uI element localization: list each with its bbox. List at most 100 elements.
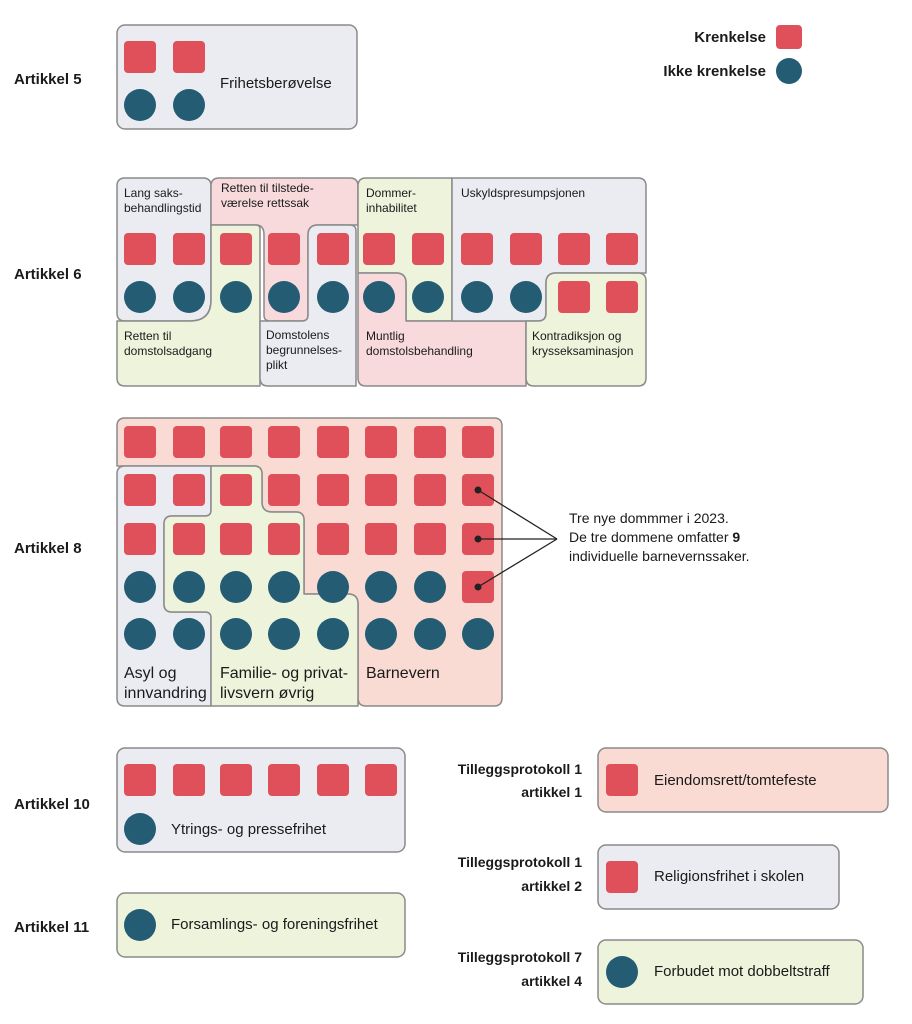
violation-mark: [317, 426, 349, 458]
violation-mark: [365, 523, 397, 555]
violation-mark: [173, 41, 205, 73]
region-label-frihetsberovelse: Frihetsberøvelse: [220, 75, 332, 92]
no-violation-mark: [412, 281, 444, 313]
violation-mark: [124, 41, 156, 73]
violation-mark: [317, 523, 349, 555]
violation-mark: [365, 474, 397, 506]
article-6-label: Artikkel 6: [14, 266, 82, 283]
violation-mark: [363, 233, 395, 265]
no-violation-mark: [220, 281, 252, 313]
violation-mark: [124, 523, 156, 555]
no-violation-mark: [173, 618, 205, 650]
violation-mark: [606, 281, 638, 313]
violation-mark: [220, 474, 252, 506]
no-violation-mark: [173, 571, 205, 603]
violation-mark: [606, 861, 638, 893]
no-violation-mark: [462, 618, 494, 650]
violation-mark: [317, 233, 349, 265]
violation-mark: [173, 764, 205, 796]
violation-mark: [220, 523, 252, 555]
violation-mark: [606, 764, 638, 796]
violation-mark: [558, 233, 590, 265]
violation-mark: [317, 764, 349, 796]
no-violation-mark: [510, 281, 542, 313]
no-violation-mark: [268, 618, 300, 650]
no-violation-mark: [124, 571, 156, 603]
no-violation-mark: [268, 281, 300, 313]
violation-mark: [268, 426, 300, 458]
annotation-line-2: De tre dommene omfatter 9: [569, 529, 740, 545]
protocol-7-article-4-label-1: Tilleggsprotokoll 7: [458, 949, 582, 965]
no-violation-mark: [317, 281, 349, 313]
region-dobbeltstraff: [597, 939, 864, 1005]
annotation-line: [477, 489, 558, 540]
region-begrunnelsesplikt: [259, 224, 357, 387]
protocol-1-article-1-label-1: Tilleggsprotokoll 1: [458, 761, 582, 777]
article-11-label: Artikkel 11: [14, 919, 89, 936]
violation-mark: [414, 426, 446, 458]
no-violation-mark: [124, 909, 156, 941]
annotation-line-1: Tre nye dommmer i 2023.: [569, 510, 729, 526]
region-familie-privatliv: [163, 465, 359, 707]
no-violation-mark: [220, 618, 252, 650]
protocol-1-article-1-label-2: artikkel 1: [521, 784, 582, 800]
violation-mark: [173, 426, 205, 458]
no-violation-mark: [268, 571, 300, 603]
violation-mark: [365, 764, 397, 796]
violation-mark: [173, 233, 205, 265]
article-8-label: Artikkel 8: [14, 540, 82, 557]
no-violation-mark: [365, 571, 397, 603]
no-violation-mark: [124, 89, 156, 121]
no-violation-mark: [606, 956, 638, 988]
region-label-dommerinhabilitet: Dommer-inhabilitet: [366, 186, 417, 215]
no-violation-mark: [414, 618, 446, 650]
legend-no-violation-label: Ikke krenkelse: [663, 63, 766, 80]
violation-mark: [268, 764, 300, 796]
violation-mark: [461, 233, 493, 265]
legend-violation-icon: [776, 25, 802, 49]
violation-mark: [124, 426, 156, 458]
region-label-ytringsfrihet: Ytrings- og pressefrihet: [171, 821, 327, 838]
no-violation-mark: [317, 618, 349, 650]
annotation-dot: [474, 535, 482, 543]
protocol-1-article-2-label-2: artikkel 2: [521, 878, 582, 894]
no-violation-mark: [365, 618, 397, 650]
violation-mark: [606, 233, 638, 265]
violation-mark: [317, 474, 349, 506]
annotation-dot: [474, 583, 482, 591]
violation-mark: [220, 764, 252, 796]
region-eiendomsrett: [597, 747, 889, 813]
violation-mark: [173, 523, 205, 555]
no-violation-mark: [173, 89, 205, 121]
case-marks: [124, 25, 802, 988]
region-label-barnevern: Barnevern: [366, 665, 440, 682]
no-violation-mark: [414, 571, 446, 603]
violation-mark: [365, 426, 397, 458]
violation-mark: [414, 523, 446, 555]
violation-mark: [124, 474, 156, 506]
protocol-1-article-2-label-1: Tilleggsprotokoll 1: [458, 854, 582, 870]
legend-violation-label: Krenkelse: [694, 29, 766, 46]
region-label-tilstedevaerelse: Retten til tilstede-værelse rettssak: [221, 181, 314, 210]
no-violation-mark: [124, 618, 156, 650]
article-5-label: Artikkel 5: [14, 71, 82, 88]
legend-no-violation-icon: [776, 58, 802, 84]
article-10-label: Artikkel 10: [14, 796, 90, 813]
violation-mark: [124, 233, 156, 265]
violation-mark: [268, 474, 300, 506]
violation-mark: [558, 281, 590, 313]
violation-mark: [220, 426, 252, 458]
region-label-eiendomsrett: Eiendomsrett/tomtefeste: [654, 772, 817, 789]
region-label-uskyldspresumpsjonen: Uskyldspresumpsjonen: [461, 186, 585, 200]
region-label-dobbeltstraff: Forbudet mot dobbeltstraff: [654, 963, 830, 980]
no-violation-mark: [317, 571, 349, 603]
no-violation-mark: [220, 571, 252, 603]
annotation-dot: [474, 486, 482, 494]
region-label-religionsfrihet: Religionsfrihet i skolen: [654, 868, 804, 885]
annotation-line: [477, 538, 558, 588]
